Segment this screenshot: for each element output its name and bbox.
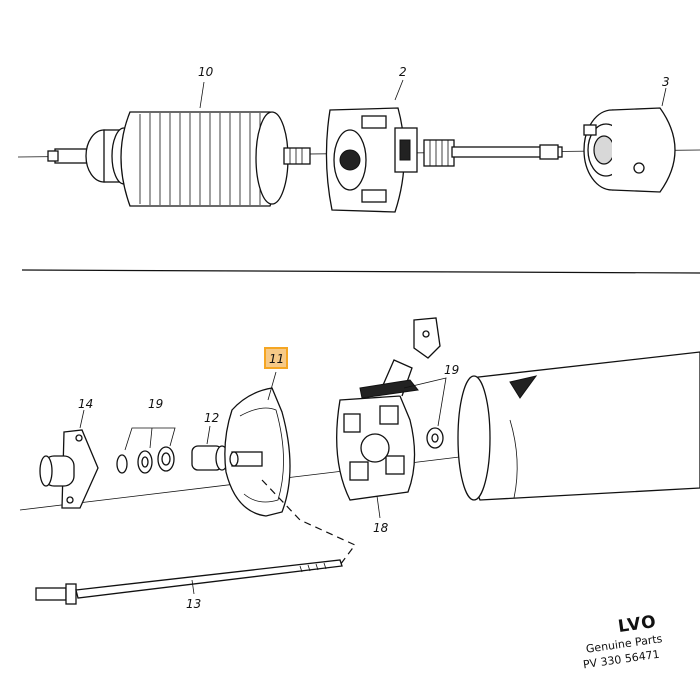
washers-part-19-left xyxy=(116,427,176,474)
yoke-housing xyxy=(457,351,700,501)
leader-3 xyxy=(661,87,667,107)
callout-19-right: 19 xyxy=(444,363,459,377)
pinion-housing-part-3 xyxy=(583,87,676,193)
callout-12: 12 xyxy=(204,411,219,425)
top-assembly xyxy=(17,79,700,213)
callout-11[interactable]: 11 xyxy=(269,352,284,366)
leader-12 xyxy=(206,425,211,445)
leader-2 xyxy=(394,79,404,101)
leader-19-left xyxy=(124,427,176,451)
callout-labels: 10 2 3 11 14 19 12 19 18 13 xyxy=(78,65,670,611)
brush-holder-part-18 xyxy=(336,317,441,519)
leader-11 xyxy=(267,371,277,401)
callout-18: 18 xyxy=(373,521,389,535)
through-bolt-part-13 xyxy=(35,559,343,605)
leader-14 xyxy=(79,409,85,429)
callout-11-highlight[interactable] xyxy=(264,347,288,369)
callout-14: 14 xyxy=(78,397,93,411)
bushing-part-12 xyxy=(191,425,229,471)
drive-end-bracket-part-2 xyxy=(325,79,563,213)
callout-3: 3 xyxy=(662,75,670,89)
callout-2: 2 xyxy=(399,65,407,79)
leader-18 xyxy=(376,495,381,519)
armature-part-10 xyxy=(47,81,311,207)
bottom-assembly xyxy=(19,317,700,605)
dashed-connector xyxy=(261,479,356,566)
end-shield-part-11 xyxy=(224,371,356,566)
callout-13: 13 xyxy=(186,597,201,611)
section-divider xyxy=(21,269,700,274)
leader-13 xyxy=(191,579,195,595)
callout-19-left: 19 xyxy=(148,397,163,411)
leader-19-right xyxy=(403,377,447,427)
washer-part-19-right xyxy=(403,377,447,449)
branding-block: LVO Genuine Parts PV 330 56471 xyxy=(582,612,663,671)
callout-10: 10 xyxy=(198,65,214,79)
leader-10 xyxy=(199,81,205,109)
cover-plate-part-14 xyxy=(39,409,99,509)
